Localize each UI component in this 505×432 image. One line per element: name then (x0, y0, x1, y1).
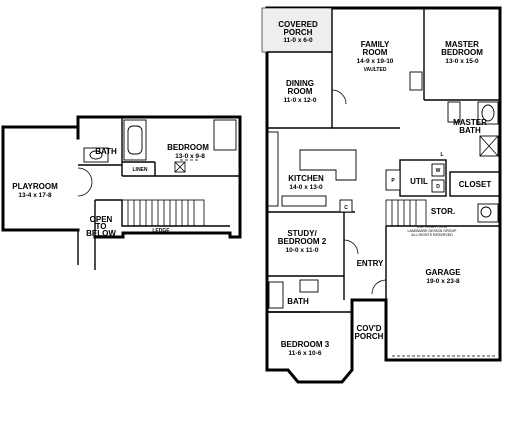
sink-fixture (89, 150, 103, 160)
washer-label: W (436, 168, 441, 174)
covered-porch-area (261, 7, 333, 53)
pantry (385, 169, 401, 191)
dryer (431, 179, 445, 193)
kitchen-island (299, 149, 357, 181)
study-dims: 10-0 x 11-0 (286, 247, 319, 254)
dining-room-label-2: ROOM (288, 87, 313, 96)
dining-room-label-1: DINING (286, 79, 314, 88)
master-bedroom-label-1: MASTER (445, 40, 479, 49)
closet-mark-label: C (344, 205, 348, 211)
covered-porch-dims: 11-0 x 6-0 (283, 37, 313, 44)
main-stair (385, 199, 427, 227)
bedroom3-label: BEDROOM 3 (281, 340, 330, 349)
open-to-below-line2: TO (96, 222, 107, 231)
ceiling-fan-mark (174, 161, 186, 173)
upper-floor-plan: PLAYROOM 13-4 x 17-8 BATH BEDROOM 13-0 x… (1, 115, 242, 270)
covered-porch-label-1: COVERED (278, 20, 318, 29)
master-bath-label-1: MASTER (453, 118, 487, 127)
ceiling-fan-box (174, 161, 186, 173)
main-floor-plan: COVERED PORCH 11-0 x 6-0 FAMILY ROOM 14-… (261, 6, 502, 384)
master-bedroom-dims: 13-0 x 15-0 (445, 58, 479, 65)
copyright-line3: ALL RIGHTS RESERVED (411, 233, 453, 237)
linen-label: LINEN (133, 167, 148, 173)
kitchen-dims: 14-0 x 13-0 (289, 184, 323, 191)
upper-floor-walls (1, 115, 242, 239)
bath-vanity (299, 279, 319, 293)
upper-bath-label: BATH (95, 147, 117, 156)
storage-label: STOR. (431, 207, 455, 216)
master-vanity (447, 101, 461, 123)
ledge-label: LEDGE (152, 228, 170, 234)
master-tub-basin (481, 104, 495, 122)
water-heater (480, 206, 492, 218)
railing (95, 199, 204, 227)
kitchen-counter (267, 131, 279, 207)
shower-mark (479, 135, 499, 157)
bedroom-closet (213, 119, 237, 151)
vaulted-note: VAULTED (364, 67, 387, 73)
util-label: UTIL (410, 177, 428, 186)
study-walls (266, 212, 345, 277)
garage-dims: 19-0 x 23-8 (426, 278, 460, 285)
covered-porch-label-2: PORCH (284, 28, 313, 37)
door-swing (371, 279, 387, 295)
dining-room-dims: 11-0 x 12-0 (284, 97, 317, 104)
kitchen-range-counter (281, 195, 327, 207)
playroom-dims: 13-4 x 17-8 (18, 192, 52, 199)
main-floor-outer-walls (265, 6, 502, 384)
kitchen-label: KITCHEN (288, 174, 324, 183)
copyright-line2: LANDMARK DESIGN GROUP (408, 229, 458, 233)
master-bedroom-label-2: BEDROOM (441, 48, 483, 57)
bedroom3-dims: 11-6 x 10-6 (289, 350, 322, 357)
copyright-line1: COPYRIGHT 2014 (417, 225, 447, 229)
upper-bedroom-label: BEDROOM (167, 143, 209, 152)
pantry-label: P (391, 178, 395, 184)
study-label-2: BEDROOM 2 (278, 237, 327, 246)
closet-walls (449, 171, 501, 197)
fireplace (409, 71, 423, 91)
upper-bedroom-dims: 13-0 x 9-8 (175, 153, 205, 160)
covd-porch-label-1: COV'D (356, 324, 381, 333)
open-to-below-line3: BELOW (86, 229, 116, 238)
open-to-below-line1: OPEN (90, 215, 113, 224)
door-swing (343, 239, 359, 255)
entry-label: ENTRY (357, 259, 384, 268)
door-swing (77, 167, 93, 183)
closet-label: CLOSET (459, 180, 492, 189)
garage-label: GARAGE (425, 268, 461, 277)
stair (121, 199, 205, 227)
tub-basin (127, 125, 143, 155)
family-room-dims: 14-9 x 19-10 (357, 58, 394, 65)
master-bath-label-2: BATH (459, 126, 481, 135)
door-swing (77, 181, 93, 197)
bath-label: BATH (287, 297, 309, 306)
bath-tub (268, 281, 284, 309)
family-room-label-2: ROOM (363, 48, 388, 57)
study-label-1: STUDY/ (287, 229, 317, 238)
family-room-label-1: FAMILY (361, 40, 390, 49)
door-swing (331, 89, 347, 105)
washer (431, 163, 445, 177)
playroom-label: PLAYROOM (12, 182, 58, 191)
kitchen-closet (339, 199, 353, 213)
dryer-label: D (436, 184, 440, 190)
linen-mark-label: L (440, 152, 443, 158)
covd-porch-label-2: PORCH (355, 332, 384, 341)
